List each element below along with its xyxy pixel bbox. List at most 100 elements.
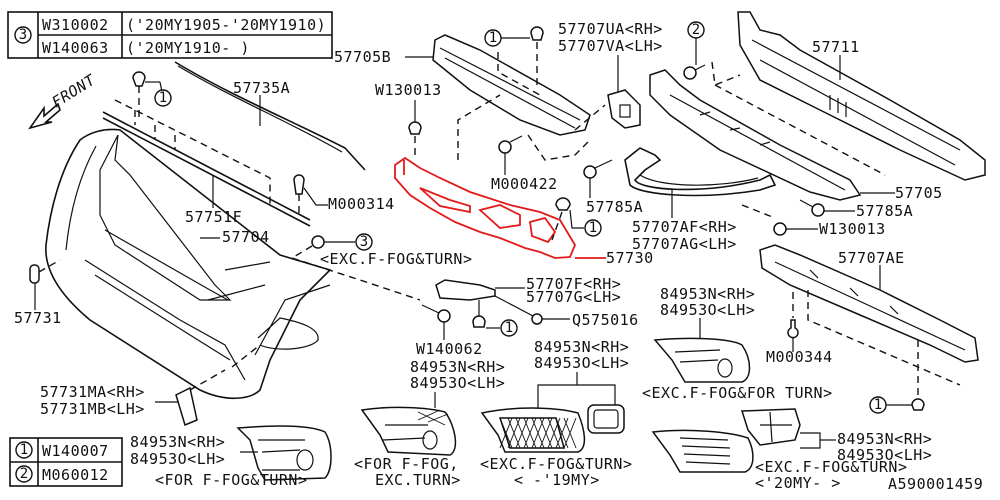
part-57707AF-bracket	[624, 147, 777, 197]
condition-note: <EXC.F-FOG&TURN>	[755, 458, 908, 476]
nut-icon	[408, 121, 422, 135]
legend-range: ('20MY1905-'20MY1910)	[126, 16, 326, 34]
callout-M000344: M000344	[766, 348, 833, 366]
ref-marker-1-label: 1	[20, 442, 28, 458]
part-57705B-beam	[432, 34, 591, 136]
ref-marker-1-label: 1	[505, 320, 513, 336]
bolt-icon	[498, 140, 512, 154]
legend-table-bottom: 1 2 W140007 M060012	[9, 437, 123, 487]
condition-note: < -'19MY>	[514, 471, 600, 489]
legend-part-number: W310002	[42, 16, 109, 34]
callout-57711: 57711	[812, 38, 860, 56]
callout-57707F: 57707F<RH>	[526, 275, 621, 293]
callout-57705: 57705	[895, 184, 943, 202]
callout-84953O: 84953O<LH>	[837, 446, 932, 464]
callout-84953N: 84953N<RH>	[534, 338, 629, 356]
ref-marker-3	[355, 233, 373, 251]
front-direction-indicator: FRONT	[28, 71, 99, 130]
ref-marker-3	[14, 26, 32, 44]
part-84953-bezel-19MY	[587, 404, 625, 434]
part-84953-grille-fog-cover-20MY	[651, 429, 754, 473]
ref-marker-1-label: 1	[489, 30, 497, 46]
clip-icon	[311, 235, 325, 249]
callout-57707G: 57707G<LH>	[526, 288, 621, 306]
illustration-code: A590001459	[888, 475, 983, 493]
part-57707UA-bracket	[607, 89, 641, 129]
callout-57735A: 57735A	[233, 79, 290, 97]
legend-part-number: W140007	[42, 442, 109, 460]
condition-note: <EXC.F-FOG&FOR TURN>	[642, 384, 833, 402]
clip-icon	[530, 26, 544, 41]
clip-icon	[555, 197, 571, 211]
callout-84953N: 84953N<RH>	[130, 433, 225, 451]
clip-icon	[472, 315, 486, 328]
ref-marker-1-label: 1	[589, 220, 597, 236]
legend-part-number: M060012	[42, 466, 109, 484]
callout-84953O: 84953O<LH>	[130, 450, 225, 468]
ref-marker-3-label: 3	[19, 27, 27, 43]
clip-icon	[132, 71, 146, 87]
part-84953-fog-cover-for-fog-turn	[236, 425, 332, 481]
legend-table-top: 3 W310002 ('20MY1905-'20MY1910) W140063 …	[7, 11, 333, 59]
part-84953-fog-cover-for-fog-exc-turn	[360, 406, 457, 456]
part-57731	[29, 264, 40, 284]
ref-marker-3-label: 3	[360, 234, 368, 250]
bolt-icon	[583, 165, 597, 179]
callout-57707AE: 57707AE	[838, 249, 905, 267]
ref-marker-1-label: 1	[874, 397, 882, 413]
part-57735A	[174, 61, 366, 171]
ref-marker-2-label: 2	[692, 22, 700, 38]
nut-icon	[437, 309, 451, 323]
part-57731MA	[175, 386, 198, 427]
part-57730-highlighted	[394, 156, 577, 259]
part-57705-absorber	[649, 69, 862, 201]
screw-icon	[531, 313, 543, 325]
legend-range: ('20MY1910- )	[126, 39, 250, 57]
part-84953-fog-cover-exc-fog-for-turn	[653, 337, 751, 383]
condition-note: <EXC.F-FOG&TURN>	[320, 250, 473, 268]
callout-84953O: 84953O<LH>	[534, 354, 629, 372]
callout-M000314: M000314	[328, 195, 395, 213]
ref-marker-1	[584, 219, 602, 237]
callout-57707AG: 57707AG<LH>	[632, 235, 737, 253]
callout-84953O: 84953O<LH>	[410, 374, 505, 392]
callout-57705B: 57705B	[334, 48, 391, 66]
callout-84953N: 84953N<RH>	[410, 358, 505, 376]
bolt-icon	[787, 319, 799, 339]
condition-note: <EXC.F-FOG&TURN>	[480, 455, 633, 473]
part-57704-bumper-cover	[45, 128, 332, 400]
callout-57707AF: 57707AF<RH>	[632, 218, 737, 236]
ref-marker-2-label: 2	[20, 466, 28, 482]
part-57751F	[102, 111, 311, 221]
callout-84953N: 84953N<RH>	[837, 430, 932, 448]
bolt-icon	[683, 66, 697, 80]
callout-57707VA: 57707VA<LH>	[558, 37, 663, 55]
ref-marker-1	[500, 319, 518, 337]
front-label: FRONT	[49, 71, 99, 112]
screw-icon	[293, 174, 305, 195]
callout-Q575016: Q575016	[572, 311, 639, 329]
callout-84953N: 84953N<RH>	[660, 285, 755, 303]
part-84953-bezel-20MY	[740, 408, 801, 446]
clip-icon	[911, 398, 925, 411]
legend-part-number: W140063	[42, 39, 109, 57]
callout-57785A: 57785A	[856, 202, 913, 220]
callout-57731MB: 57731MB<LH>	[40, 400, 145, 418]
callout-57731MA: 57731MA<RH>	[40, 383, 145, 401]
callout-57707UA: 57707UA<RH>	[558, 20, 663, 38]
nut-icon	[773, 222, 787, 236]
callout-57704: 57704	[222, 228, 270, 246]
callout-W130013: W130013	[375, 81, 442, 99]
ref-marker-2	[15, 465, 33, 483]
callout-84953O: 84953O<LH>	[660, 301, 755, 319]
callout-W140062: W140062	[416, 340, 483, 358]
part-84953-mesh-fog-cover-19MY	[480, 407, 586, 453]
front-arrow-icon	[28, 102, 61, 130]
callout-57730: 57730	[606, 249, 654, 267]
condition-note: <'20MY- >	[755, 474, 841, 492]
callout-W130013: W130013	[819, 220, 886, 238]
condition-note: <FOR F-FOG,	[354, 455, 459, 473]
callout-M000422: M000422	[491, 175, 558, 193]
part-57707F-bracket	[435, 279, 496, 301]
